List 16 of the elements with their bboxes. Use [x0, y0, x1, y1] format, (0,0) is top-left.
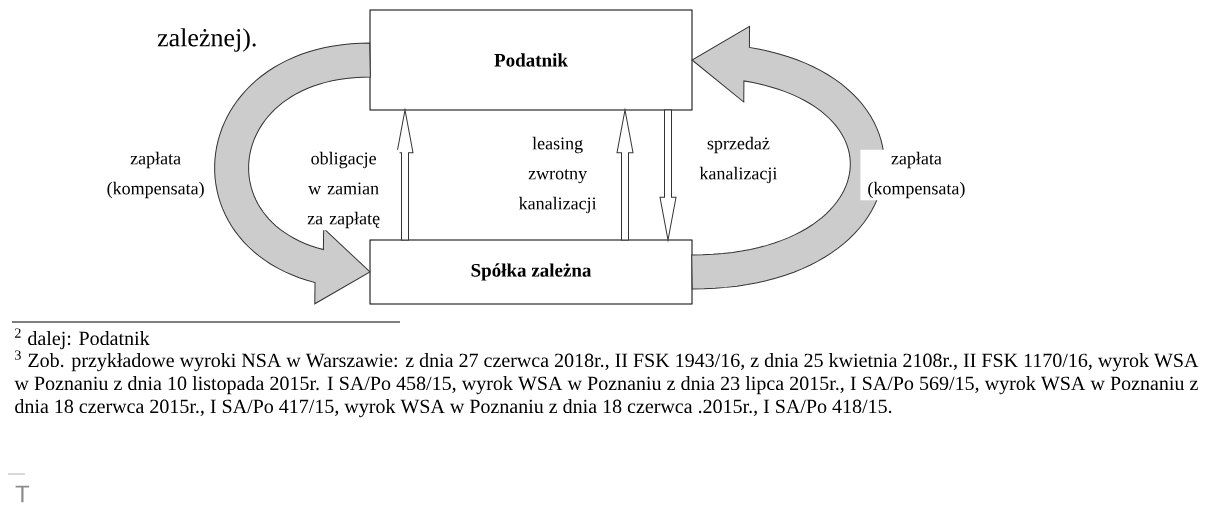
hollow-arrow — [659, 109, 677, 241]
edge-label: zapłata (kompensata) — [860, 149, 973, 201]
edge-label: leasing zwrotny kanalizacji — [501, 134, 614, 216]
hollow-arrow — [616, 109, 634, 241]
footnote: $^{2}$ dalej: Podatnik — [15, 328, 150, 350]
hollow-arrow — [396, 109, 414, 241]
footnote: $^{3}$ Zob. przykładowe wyroki NSA w Warszawie: z dnia 27 czerwca 2018r., II FSK 1943/16, z dnia 25 kwietnia 2108r., II FSK 1170/16, wyrok WSA w Poznaniu z dnia 10 listopada 2015r. I SA/Po 458/15, wyrok WSA w Poznaniu z dnia 23 lipca 2015r., I SA/Po 569/15, wyrok WSA w Poznaniu z dnia 18 czerwca 2015r., I SA/Po 417/15, wyrok WSA w Poznaniu z dnia 18 czerwca .2015r., I SA/Po 418/15. — [14, 350, 1199, 418]
entity-box: Spółka zależna — [369, 239, 693, 305]
body-text: zależnej). — [157, 28, 256, 52]
footer-text: T — [15, 485, 30, 503]
entity-box: Podatnik — [369, 9, 693, 111]
edge-label: sprzedaż kanalizacji — [682, 134, 795, 186]
edge-label: zapłata (kompensata) — [99, 149, 212, 201]
block-arrow — [691, 25, 885, 290]
edge-label: obligacje w zamian za zapłatę — [287, 149, 400, 231]
block-arrow — [214, 42, 371, 305]
